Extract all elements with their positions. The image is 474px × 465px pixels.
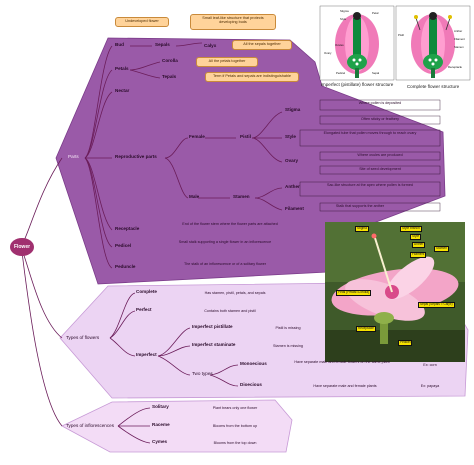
female-label[interactable]: Female <box>189 134 205 139</box>
photo-label-filament: Filament <box>410 252 427 258</box>
pistil-label[interactable]: Pistil <box>240 134 251 139</box>
diagram-label-petal: Petal <box>372 11 379 15</box>
complete-flower-diagram <box>395 5 471 81</box>
pedicel-label[interactable]: Pedicel <box>115 243 132 248</box>
complete-label[interactable]: Complete <box>136 289 157 294</box>
photo-label-petal: Petal (Petals=Corolla) <box>336 290 372 296</box>
root-node[interactable]: Flower <box>10 238 34 256</box>
style-label[interactable]: Style <box>285 134 296 139</box>
cymes-label[interactable]: Cymes <box>152 439 168 444</box>
inflorescence-region <box>61 399 293 453</box>
anther-label[interactable]: Anther <box>285 184 300 189</box>
receptacle-label[interactable]: Receptacle <box>115 226 140 231</box>
photo-label-stigma: Stigma <box>355 226 369 232</box>
petals-label[interactable]: Petals <box>115 66 129 71</box>
desc-dioecious: Have separate male and female plants <box>313 384 377 388</box>
desc-perfect: Contains both stamen and pistil <box>204 309 256 313</box>
solitary-label[interactable]: Solitary <box>152 404 169 409</box>
monoecious-label[interactable]: Monoecious <box>240 361 267 366</box>
bud-label[interactable]: Bud <box>115 42 124 47</box>
photo-label-style-branch: Style branch <box>400 226 422 232</box>
imperfect-staminate-label[interactable]: Imperfect staminate <box>192 342 236 347</box>
parts-label[interactable]: Parts <box>68 154 79 159</box>
sepals-label[interactable]: Sepals <box>155 42 170 47</box>
imperfect-label[interactable]: Imperfect <box>136 352 157 357</box>
desc-monoecious: Have separate male and female flowers on… <box>294 360 390 364</box>
desc-peduncle: The stalk of an inflorescence or of a so… <box>184 262 266 266</box>
diagram-label-filament: Filament <box>454 37 465 41</box>
complete-diagram-caption: Complete flower structure <box>406 84 460 89</box>
photo-label-stamen: Stamen <box>434 246 449 252</box>
note-tepals: Term if Petals and sepals are indistingu… <box>205 72 299 82</box>
desc-imperfect-pistillate: Pistil is missing <box>275 326 301 330</box>
peduncle-label[interactable]: Peduncle <box>115 264 136 269</box>
note-sepals: Small leaf-like structure that protects … <box>190 14 276 30</box>
desc-stigma-2: Often sticky or feathery <box>361 117 399 121</box>
diagram-label-stamen: Stamen <box>454 45 464 49</box>
photo-label-sepal: Sepal (Sepals = Calyx) <box>418 302 455 308</box>
dioecious-label[interactable]: Dioecious <box>240 382 262 387</box>
root-label: Flower <box>13 244 31 250</box>
desc-receptacle: End of the flower stem where the flower … <box>182 222 278 226</box>
tepals-label[interactable]: Tepals <box>162 74 177 79</box>
photo-label-receptacle: Receptacle <box>356 326 376 332</box>
calyx-label[interactable]: Calyx <box>204 43 217 48</box>
types-label[interactable]: Types of flowers <box>66 335 100 340</box>
desc-ovary: Where ovules are produced <box>357 153 403 157</box>
desc-anther: Sac-like structure at the apex where pol… <box>327 183 413 187</box>
desc-stigma: Where pollen is deposited <box>358 101 402 105</box>
raceme-label[interactable]: Raceme <box>152 422 170 427</box>
desc-complete: Has stamen, pistil, petals, and sepals <box>204 291 266 295</box>
desc-pedicel: Small stalk supporting a single flower i… <box>178 240 272 244</box>
diagram-label-anther: Anther <box>454 29 463 33</box>
male-label[interactable]: Male <box>189 194 200 199</box>
desc-cymes: Blooms from the top down <box>213 441 257 445</box>
corolla-label[interactable]: Corolla <box>162 58 178 63</box>
photo-label-pedicel: Pedicel <box>398 340 413 346</box>
diagram-label-ovules: Ovules <box>335 43 344 47</box>
stamen-label[interactable]: Stamen <box>233 194 250 199</box>
diagram-label-pedicel: Pedicel <box>336 71 346 75</box>
desc-ovary-2: Site of seed development <box>359 167 401 171</box>
perfect-label[interactable]: Perfect <box>136 307 152 312</box>
desc-solitary: Plant bears only one flower <box>212 406 258 410</box>
photo-label-anther: Anther <box>412 242 426 248</box>
imperfect-diagram-caption: Imperfect (pistillate) flower structure <box>320 82 394 87</box>
stigma-label[interactable]: Stigma <box>285 107 301 112</box>
photo-label-style: Style <box>410 234 422 240</box>
note-bud: Undeveloped flower <box>115 17 169 27</box>
imperfect-pistillate-label[interactable]: Imperfect pistillate <box>192 324 233 329</box>
two-types-label[interactable]: Two types <box>192 371 213 376</box>
note-corolla: All the petals together <box>196 57 258 67</box>
desc-filament: Stalk that supports the anther <box>335 204 385 208</box>
monoecious-example: Ex: corn <box>423 363 437 367</box>
inflorescence-label[interactable]: Types of inflorescences <box>66 423 115 428</box>
filament-label[interactable]: Filament <box>285 206 304 211</box>
nectar-label[interactable]: Nectar <box>115 88 130 93</box>
desc-style: Elongated tube that pollen moves through… <box>323 131 417 135</box>
dioecious-example: Ex: papaya <box>420 384 440 388</box>
diagram-label-sepal: Sepal <box>372 71 380 75</box>
diagram-label-receptacle: Receptacle <box>448 65 462 69</box>
diagram-label-stigma: Stigma <box>340 9 349 13</box>
ovary-label[interactable]: Ovary <box>285 158 299 163</box>
repro-label[interactable]: Reproductive parts <box>115 154 157 159</box>
diagram-label-style: Style <box>340 17 347 21</box>
desc-raceme: Blooms from the bottom up <box>212 424 258 428</box>
diagram-label-pistil: Pistil <box>398 33 404 37</box>
desc-imperfect-staminate: Stamen is missing <box>273 344 303 348</box>
note-calyx: All the sepals together <box>232 40 292 50</box>
imperfect-flower-diagram <box>319 5 395 81</box>
diagram-label-ovary: Ovary <box>324 51 332 55</box>
